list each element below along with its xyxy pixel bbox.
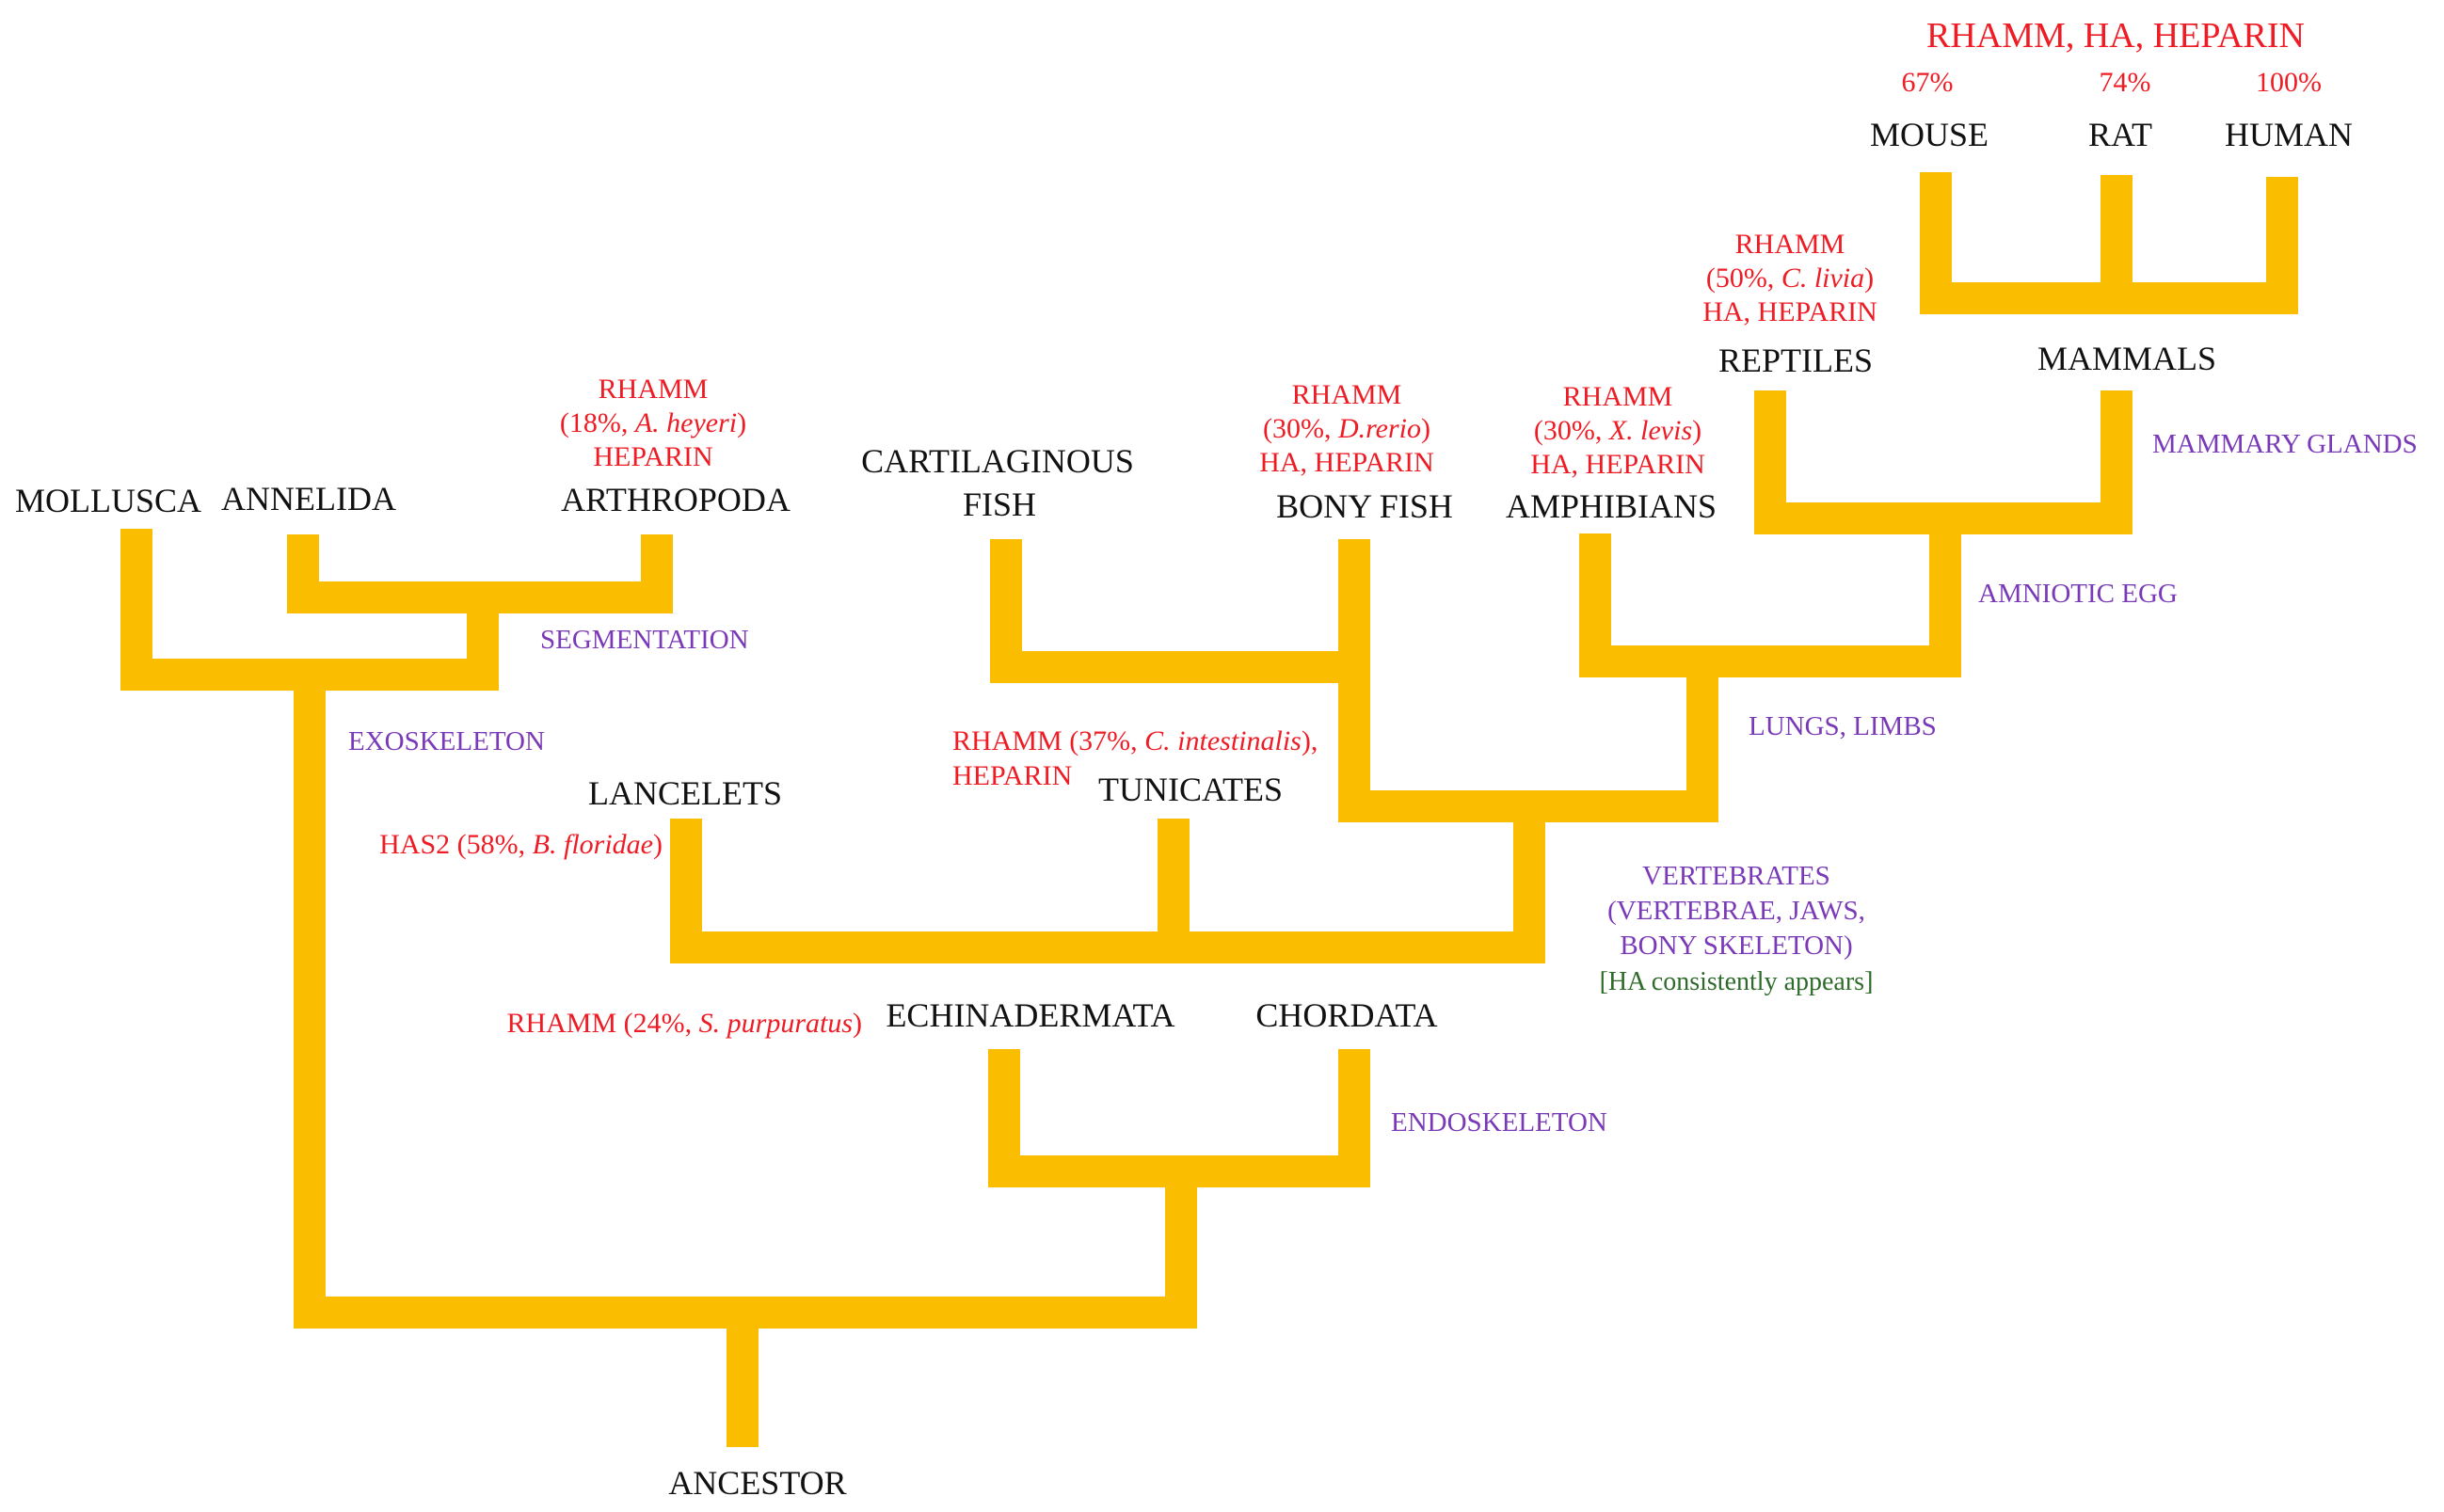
- trait-segmentation: SEGMENTATION: [540, 625, 749, 655]
- branch-amniote-stem: [1929, 523, 1961, 677]
- gene-amphibians-line1: RHAMM: [1563, 381, 1673, 412]
- note-ha-consistently-appears: [HA consistently appears]: [1600, 967, 1874, 996]
- trait-mammary-glands: MAMMARY GLANDS: [2152, 429, 2418, 459]
- branch-tetrapod-bar: [1579, 645, 1961, 677]
- taxon-rat: RAT: [2088, 116, 2152, 153]
- gene-human-percent: 100%: [2256, 67, 2322, 98]
- taxon-annelida: ANNELIDA: [221, 480, 396, 517]
- branch-mouse: [1920, 172, 1952, 314]
- branch-deuterostome-stem: [1165, 1186, 1197, 1300]
- gene-arthropoda-line2: (18%, A. heyeri): [560, 407, 746, 438]
- branch-mollusca: [120, 529, 152, 691]
- branch-reptiles: [1754, 390, 1786, 534]
- gene-arthropoda-line1: RHAMM: [599, 374, 709, 405]
- trait-vertebrates-line3: BONY SKELETON): [1620, 931, 1852, 961]
- taxon-tunicates: TUNICATES: [1098, 771, 1283, 808]
- taxon-cartilaginous-fish-line2: FISH: [963, 485, 1036, 523]
- gene-annotations: RHAMM, HA, HEPARIN 67% 74% 100% RHAMM (1…: [379, 16, 2322, 1039]
- branch-echinadermata: [988, 1049, 1020, 1187]
- taxon-reptiles: REPTILES: [1718, 342, 1873, 379]
- trait-endoskeleton: ENDOSKELETON: [1391, 1107, 1607, 1138]
- taxon-lancelets: LANCELETS: [588, 774, 782, 812]
- gene-arthropoda-line3: HEPARIN: [593, 441, 712, 472]
- taxon-amphibians: AMPHIBIANS: [1506, 487, 1717, 525]
- branch-human: [2266, 177, 2298, 314]
- branch-arthropoda: [641, 534, 673, 613]
- taxon-labels: ANCESTOR MOLLUSCA ANNELIDA ARTHROPODA EC…: [15, 116, 2353, 1502]
- taxon-mollusca: MOLLUSCA: [15, 482, 201, 519]
- branch-chordate-bar: [670, 931, 1545, 963]
- branch-protostome-bar: [120, 659, 499, 691]
- branch-lancelets: [670, 819, 702, 963]
- taxon-ancestor: ANCESTOR: [668, 1464, 846, 1502]
- gene-bony-fish-line2: (30%, D.rerio): [1263, 413, 1430, 444]
- taxon-echinadermata: ECHINADERMATA: [886, 996, 1174, 1034]
- gene-echinadermata: RHAMM (24%, S. purpuratus): [506, 1008, 862, 1039]
- branch-annelida: [287, 534, 319, 613]
- gene-rat-percent: 74%: [2100, 67, 2151, 98]
- trait-lungs-limbs: LUNGS, LIMBS: [1749, 711, 1937, 741]
- branch-vertebrate-bar: [1338, 790, 1718, 822]
- gene-reptiles-line3: HA, HEPARIN: [1702, 296, 1877, 327]
- gene-bony-fish-line3: HA, HEPARIN: [1259, 447, 1434, 478]
- gene-bony-fish-line1: RHAMM: [1292, 379, 1402, 410]
- gene-amphibians-line2: (30%, X. levis): [1534, 415, 1701, 446]
- taxon-human: HUMAN: [2225, 116, 2353, 153]
- branch-amphibians: [1579, 533, 1611, 677]
- taxon-mammals: MAMMALS: [2037, 340, 2216, 377]
- branch-tunicates: [1158, 819, 1190, 963]
- trait-labels: SEGMENTATION EXOSKELETON ENDOSKELETON VE…: [348, 429, 2418, 1138]
- branch-deuterostome-bar: [988, 1155, 1370, 1187]
- gene-tunicates-line1: RHAMM (37%, C. intestinalis),: [952, 725, 1318, 756]
- tree-branches: [120, 172, 2298, 1447]
- gene-mouse-percent: 67%: [1902, 67, 1954, 98]
- gene-lancelets: HAS2 (58%, B. floridae): [379, 829, 663, 860]
- branch-rat: [2101, 175, 2133, 314]
- branch-root-bar: [294, 1297, 1197, 1329]
- branch-cartilaginous-fish: [990, 539, 1022, 683]
- branch-amniote-bar: [1754, 502, 2133, 534]
- trait-exoskeleton: EXOSKELETON: [348, 726, 545, 756]
- taxon-mouse: MOUSE: [1870, 116, 1989, 153]
- branch-fish-bar: [990, 651, 1370, 683]
- branch-root-stem: [727, 1325, 759, 1447]
- taxon-chordata: CHORDATA: [1255, 996, 1437, 1034]
- taxon-arthropoda: ARTHROPODA: [561, 481, 791, 518]
- branch-tetrapod-stem: [1686, 649, 1718, 822]
- gene-reptiles-line1: RHAMM: [1735, 229, 1845, 260]
- gene-amphibians-line3: HA, HEPARIN: [1530, 449, 1705, 480]
- trait-amniotic-egg: AMNIOTIC EGG: [1978, 579, 2178, 609]
- branch-protostome-stem: [294, 659, 326, 1327]
- branch-mammals: [2101, 390, 2133, 534]
- gene-tunicates-line2: HEPARIN: [952, 760, 1072, 791]
- trait-vertebrates-line2: (VERTEBRAE, JAWS,: [1607, 896, 1865, 926]
- trait-vertebrates-line1: VERTEBRATES: [1642, 861, 1830, 891]
- branch-segmented-bar: [287, 581, 673, 613]
- taxon-cartilaginous-fish-line1: CARTILAGINOUS: [861, 442, 1134, 480]
- taxon-bony-fish: BONY FISH: [1276, 487, 1453, 525]
- gene-mammals-header: RHAMM, HA, HEPARIN: [1926, 16, 2305, 56]
- branch-chordata: [1338, 1049, 1370, 1187]
- branch-bony-fish: [1338, 539, 1370, 683]
- gene-reptiles-line2: (50%, C. livia): [1706, 263, 1874, 294]
- branch-segmented-stem: [467, 602, 499, 691]
